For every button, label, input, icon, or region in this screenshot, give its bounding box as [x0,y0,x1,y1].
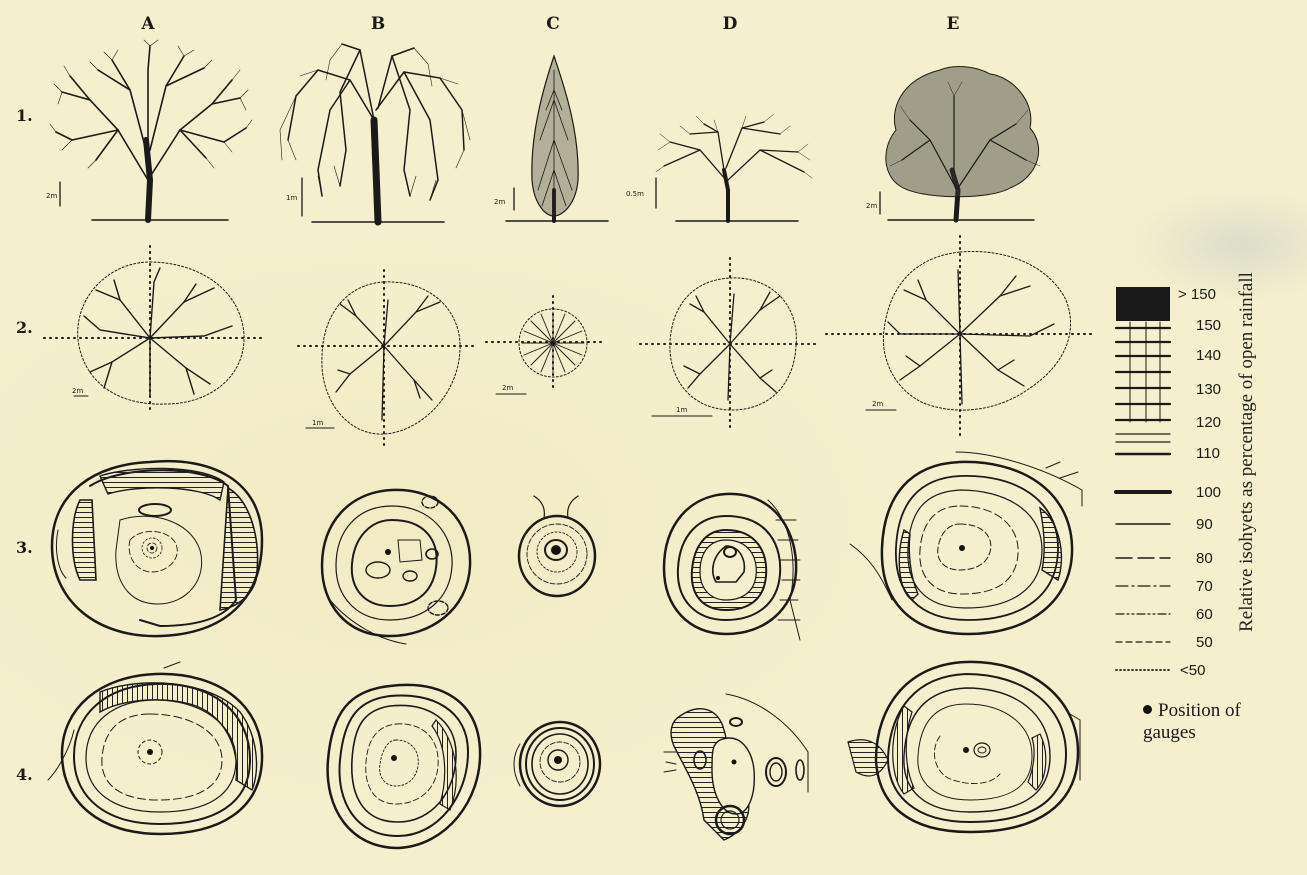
gauge-dot-icon [1143,705,1152,714]
isohyets-4c [514,722,600,806]
tree-e-scale: 2m [866,202,877,210]
isohyets-3c [519,496,595,596]
tree-b-elevation: 1m [280,44,470,222]
legend-label-140: 140 [1196,348,1221,363]
legend-title: Relative isohyets as percentage of open … [1236,252,1257,652]
crown-a-scale: 2m [72,387,83,395]
crown-b-scale: 1m [312,419,323,427]
crown-d-scale: 1m [676,406,687,414]
isohyets-3e [850,452,1082,634]
crown-plan-d: 1m [640,258,820,430]
isohyets-4d [664,694,808,840]
crown-e-scale: 2m [872,400,883,408]
legend-label-70: 70 [1196,579,1213,594]
isohyets-4b [328,685,480,848]
legend-label-100: 100 [1196,485,1221,500]
legend-swatch-110 [1116,434,1170,454]
legend-swatch-gt150 [1116,287,1170,321]
tree-c-scale: 2m [494,198,505,206]
legend-label-80: 80 [1196,551,1213,566]
isohyets-3a [52,461,262,636]
tree-e-elevation: 2m [866,67,1040,220]
isohyets-4a [48,662,262,834]
legend-label-lt50: <50 [1180,663,1205,678]
isohyets-3d [664,494,800,640]
crown-c-scale: 2m [502,384,513,392]
isohyets-4e [848,662,1080,832]
tree-c-elevation: 2m [494,56,608,221]
legend-label-90: 90 [1196,517,1213,532]
gauge-note-text: Position of gauges [1143,700,1241,743]
gauge-note: Position of gauges [1143,700,1273,744]
legend-swatches [1116,287,1170,670]
crown-plan-c: 2m [486,296,604,394]
legend-label-50: 50 [1196,635,1213,650]
legend-label-130: 130 [1196,382,1221,397]
crown-plan-b: 1m [298,270,478,446]
legend-label-120: 120 [1196,415,1221,430]
isohyets-3b [322,490,470,644]
legend-swatch-grid [1116,322,1170,422]
tree-a-scale: 2m [46,192,57,200]
crown-plan-e: 2m [826,236,1092,436]
tree-d-scale: 0.5m [626,190,644,198]
legend-label-150: 150 [1196,318,1221,333]
tree-a-elevation: 2m [46,40,252,220]
tree-d-elevation: 0.5m [626,114,812,221]
legend-label-60: 60 [1196,607,1213,622]
legend-label-110: 110 [1196,446,1220,461]
tree-b-scale: 1m [286,194,297,202]
legend-label-gt150: > 150 [1178,287,1216,302]
crown-plan-a: 2m [44,246,262,412]
